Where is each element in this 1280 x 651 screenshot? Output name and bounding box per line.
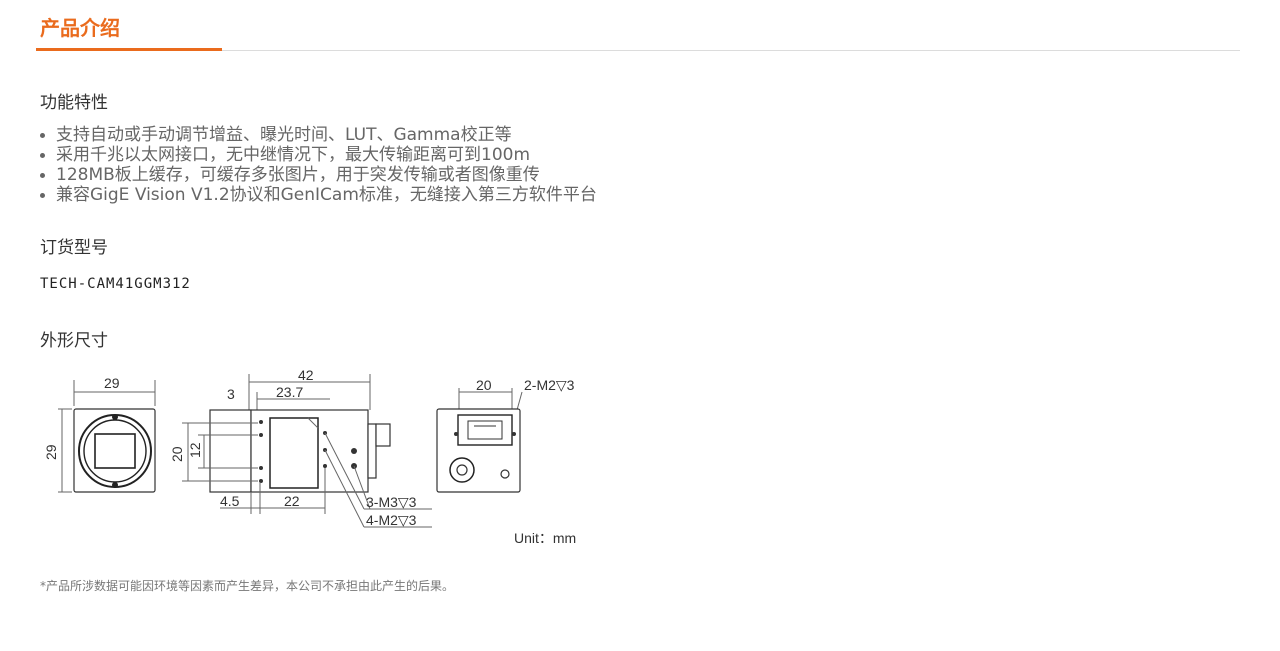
side-bottom-span-label: 22	[284, 493, 300, 509]
tab-product-intro[interactable]: 产品介绍	[40, 16, 120, 40]
bullet-icon	[40, 133, 45, 138]
tab-header: 产品介绍	[36, 0, 1240, 51]
feature-item: 支持自动或手动调节增益、曝光时间、LUT、Gamma校正等	[40, 125, 597, 145]
side-height-outer-label: 20	[169, 446, 185, 462]
side-view: 42 3 23.7 20	[169, 367, 432, 528]
rear-view: 20 2-M2▽3	[436, 377, 575, 493]
bullet-icon	[40, 193, 45, 198]
active-tab-underline	[36, 48, 222, 51]
front-width-label: 29	[104, 375, 120, 391]
rear-callout-label: 2-M2▽3	[524, 377, 575, 393]
feature-item: 兼容GigE Vision V1.2协议和GenICam标准，无缝接入第三方软件…	[40, 185, 597, 205]
side-callout-2-label: 4-M2▽3	[366, 512, 417, 528]
side-callout-1-label: 3-M3▽3	[366, 494, 417, 510]
order-model: TECH-CAM41GGM312	[40, 276, 191, 292]
feature-text: 支持自动或手动调节增益、曝光时间、LUT、Gamma校正等	[56, 125, 512, 145]
side-inner-label: 23.7	[276, 384, 303, 400]
unit-label: Unit：mm	[514, 530, 576, 546]
rear-width-label: 20	[476, 377, 492, 393]
side-offset-label: 3	[227, 386, 235, 402]
bullet-icon	[40, 173, 45, 178]
product-intro-page: 产品介绍 功能特性 支持自动或手动调节增益、曝光时间、LUT、Gamma校正等 …	[36, 0, 1240, 593]
front-height-label: 29	[43, 444, 59, 460]
disclaimer-footnote: *产品所涉数据可能因环境等因素而产生差异，本公司不承担由此产生的后果。	[40, 579, 455, 593]
feature-text: 兼容GigE Vision V1.2协议和GenICam标准，无缝接入第三方软件…	[56, 185, 597, 205]
side-height-inner-label: 12	[187, 442, 203, 458]
feature-item: 128MB板上缓存，可缓存多张图片，用于突发传输或者图像重传	[40, 165, 597, 185]
side-bottom-left-label: 4.5	[220, 493, 240, 509]
feature-text: 128MB板上缓存，可缓存多张图片，用于突发传输或者图像重传	[56, 165, 540, 185]
feature-list: 支持自动或手动调节增益、曝光时间、LUT、Gamma校正等 采用千兆以太网接口，…	[40, 125, 597, 205]
feature-text: 采用千兆以太网接口，无中继情况下，最大传输距离可到100m	[56, 145, 531, 165]
bullet-icon	[40, 153, 45, 158]
order-title: 订货型号	[40, 238, 108, 258]
features-title: 功能特性	[40, 93, 108, 113]
feature-item: 采用千兆以太网接口，无中继情况下，最大传输距离可到100m	[40, 145, 597, 165]
front-view: 29 29	[43, 375, 156, 493]
dimension-drawing: 29 29 42 3 23.7	[43, 367, 576, 546]
side-length-label: 42	[298, 367, 314, 383]
dimensions-title: 外形尺寸	[40, 331, 108, 351]
